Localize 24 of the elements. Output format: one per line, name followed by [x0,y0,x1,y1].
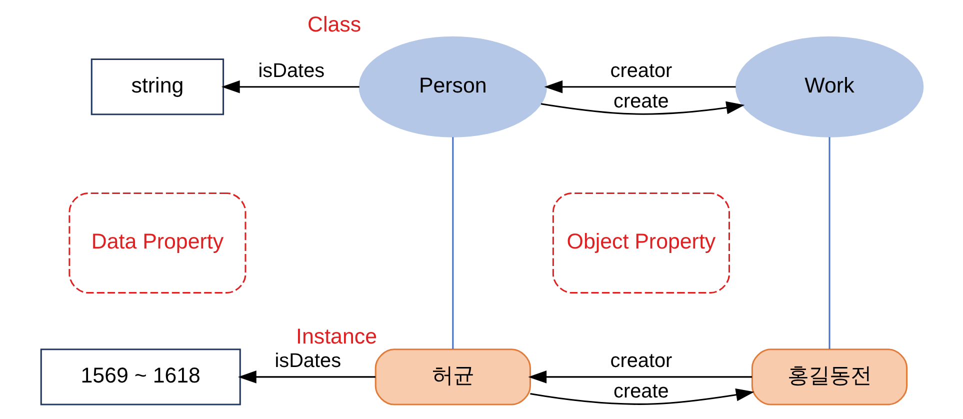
edge-label: creator [610,350,672,372]
arrow [544,80,736,94]
node-ellipse: Person [358,36,547,138]
arrow [530,388,754,405]
node-label: Class [306,12,361,36]
connector [828,137,830,349]
node-ellipse: Work [734,36,924,138]
edge-label: create [613,380,668,402]
node-label: Instance [296,324,376,349]
arrow [528,370,752,384]
node-box: string [90,58,224,116]
arrow [237,370,375,384]
edge-label: isDates [258,60,324,82]
node-box: 홍길동전 [750,348,908,406]
edge-label: creator [610,60,672,82]
node-box: Object Property [552,192,730,294]
node-box: 허균 [374,348,530,406]
connector [452,137,454,349]
arrow [540,101,744,115]
edge-label: isDates [274,350,341,372]
arrow [220,80,359,94]
edge-label: create [613,90,668,112]
node-box: 1569 ~ 1618 [40,348,240,406]
node-box: Data Property [68,192,246,294]
